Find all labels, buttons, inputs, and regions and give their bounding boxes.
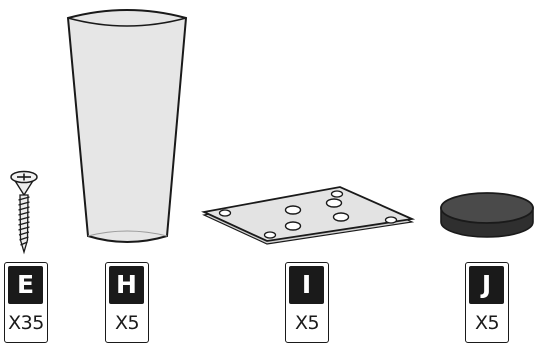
part-quantity-j: X5 bbox=[474, 312, 500, 334]
part-letter-e: E bbox=[8, 266, 43, 304]
part-tag-e: E X35 bbox=[4, 262, 48, 343]
furniture-leg-icon bbox=[66, 9, 188, 243]
part-letter-j: J bbox=[469, 266, 504, 304]
part-quantity-e: X35 bbox=[8, 312, 44, 334]
screw-icon bbox=[10, 170, 38, 255]
part-tag-h: H X5 bbox=[105, 262, 149, 343]
part-tag-i: I X5 bbox=[285, 262, 329, 343]
part-quantity-i: X5 bbox=[294, 312, 320, 334]
mounting-plate-icon bbox=[201, 186, 416, 245]
part-letter-i: I bbox=[289, 266, 324, 304]
felt-pad-icon bbox=[440, 192, 534, 238]
part-tag-j: J X5 bbox=[465, 262, 509, 343]
part-quantity-h: X5 bbox=[114, 312, 140, 334]
part-letter-h: H bbox=[109, 266, 144, 304]
